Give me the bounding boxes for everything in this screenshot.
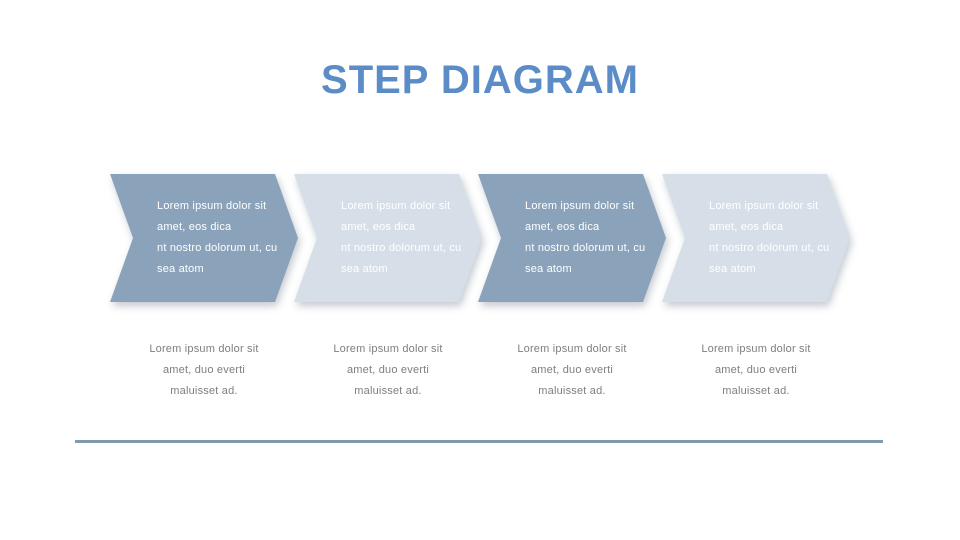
step-chevron-1[interactable]: Lorem ipsum dolor sit amet, eos dica nt …	[110, 174, 298, 302]
caption-line: Lorem ipsum dolor sit	[333, 343, 443, 355]
step-text-line: sea atom	[341, 263, 388, 275]
step-chevron-2[interactable]: Lorem ipsum dolor sit amet, eos dica nt …	[294, 174, 482, 302]
chevron-arrow-shape: Lorem ipsum dolor sit amet, eos dica nt …	[294, 174, 482, 302]
step-caption-2: Lorem ipsum dolor sit amet, duo everti m…	[294, 339, 482, 402]
step-text-line: amet, eos dica	[525, 221, 600, 233]
step-text-line: sea atom	[709, 263, 756, 275]
caption-line: Lorem ipsum dolor sit	[517, 343, 627, 355]
caption-line: maluisset ad.	[538, 385, 606, 397]
chevron-arrow-shape: Lorem ipsum dolor sit amet, eos dica nt …	[110, 174, 298, 302]
step-text-line: amet, eos dica	[709, 221, 784, 233]
caption-line: Lorem ipsum dolor sit	[149, 343, 259, 355]
step-text-line: sea atom	[525, 263, 572, 275]
step-caption-1: Lorem ipsum dolor sit amet, duo everti m…	[110, 339, 298, 402]
bottom-divider-line	[75, 440, 883, 443]
caption-line: maluisset ad.	[170, 385, 238, 397]
caption-line: amet, duo everti	[714, 364, 798, 376]
step-chevron-3[interactable]: Lorem ipsum dolor sit amet, eos dica nt …	[478, 174, 666, 302]
caption-line: maluisset ad.	[354, 385, 422, 397]
step-text-line: nt nostro dolorum ut, cu	[157, 242, 278, 254]
caption-line: amet, duo everti	[346, 364, 430, 376]
caption-line: maluisset ad.	[722, 385, 790, 397]
caption-line: Lorem ipsum dolor sit	[701, 343, 811, 355]
step-text-line: Lorem ipsum dolor sit	[341, 200, 451, 212]
page-title: STEP DIAGRAM	[321, 58, 639, 102]
step-text-line: amet, eos dica	[157, 221, 232, 233]
step-text-line: nt nostro dolorum ut, cu	[709, 242, 830, 254]
caption-line: amet, duo everti	[530, 364, 614, 376]
step-text-line: sea atom	[157, 263, 204, 275]
step-chevron-4[interactable]: Lorem ipsum dolor sit amet, eos dica nt …	[662, 174, 850, 302]
step-text-line: Lorem ipsum dolor sit	[525, 200, 635, 212]
step-caption-3: Lorem ipsum dolor sit amet, duo everti m…	[478, 339, 666, 402]
step-text-line: nt nostro dolorum ut, cu	[525, 242, 646, 254]
step-text-line: Lorem ipsum dolor sit	[157, 200, 267, 212]
chevron-arrow-shape: Lorem ipsum dolor sit amet, eos dica nt …	[662, 174, 850, 302]
step-text-line: nt nostro dolorum ut, cu	[341, 242, 462, 254]
caption-line: amet, duo everti	[162, 364, 246, 376]
chevron-arrow-shape: Lorem ipsum dolor sit amet, eos dica nt …	[478, 174, 666, 302]
step-text-line: Lorem ipsum dolor sit	[709, 200, 819, 212]
step-caption-4: Lorem ipsum dolor sit amet, duo everti m…	[662, 339, 850, 402]
step-text-line: amet, eos dica	[341, 221, 416, 233]
